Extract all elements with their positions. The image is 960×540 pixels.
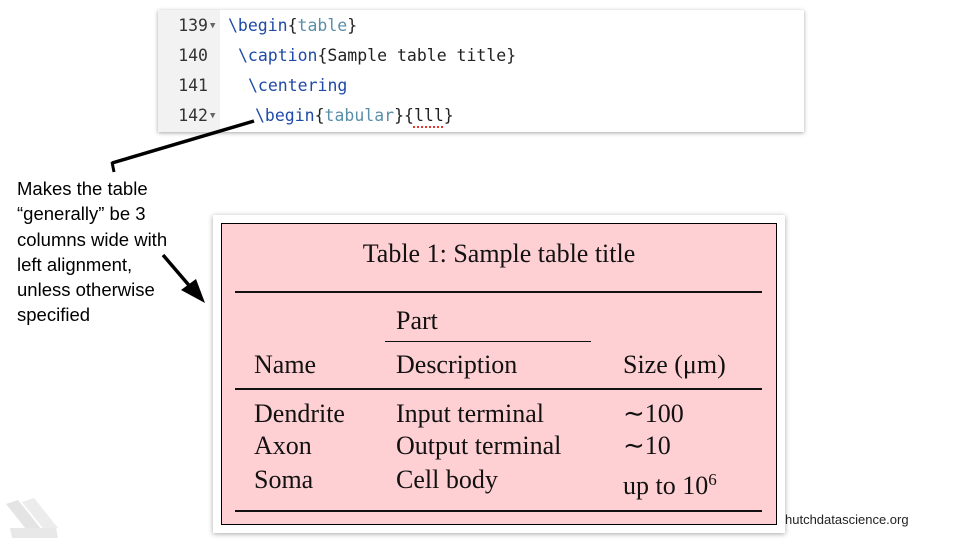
cell-description-row3: Cell body — [396, 465, 498, 494]
code-text: \begin{table} — [228, 16, 358, 35]
group-header-part: Part — [396, 306, 438, 335]
cell-size-row3: up to 106 — [623, 465, 717, 501]
latex-argument: tabular — [324, 106, 395, 125]
latex-command: \begin — [228, 16, 288, 35]
note-line: columns wide with — [17, 228, 168, 250]
arrow-to-table-shaft — [161, 253, 195, 292]
code-editor-snippet: 139 ▼ \begin{table} 140 \caption{Sample … — [158, 10, 804, 132]
note-line: unless otherwise — [17, 279, 155, 301]
line-number: 140 — [178, 46, 208, 65]
cell-size-row1: ∼100 — [623, 399, 684, 428]
cell-name-row2: Axon — [254, 431, 312, 460]
mid-rule — [235, 388, 762, 390]
column-spec-squiggle: lll — [413, 106, 444, 125]
note-line: Makes the table — [17, 178, 148, 199]
code-line-142: 142 ▼ \begin{tabular}{lll} — [158, 101, 804, 131]
cell-name-row1: Dendrite — [254, 399, 345, 428]
latex-argument: Sample table title — [327, 46, 507, 65]
line-number: 142 — [178, 106, 208, 125]
latex-argument: table — [297, 16, 348, 35]
line-number: 141 — [178, 76, 208, 95]
code-line-141: 141 \centering — [158, 71, 804, 101]
latex-command: \begin — [255, 106, 315, 125]
line-number: 139 — [178, 16, 208, 35]
rendered-table-figure: Table 1: Sample table title Part Name De… — [213, 215, 785, 533]
note-line: left alignment, — [17, 253, 133, 275]
cell-description-row1: Input terminal — [396, 399, 545, 428]
fold-arrow-icon[interactable]: ▼ — [210, 111, 216, 121]
arrow-tail-tick — [110, 161, 116, 173]
code-line-140: 140 \caption{Sample table title} — [158, 41, 804, 71]
cell-name-row3: Soma — [254, 465, 314, 494]
note-line: specified — [17, 304, 91, 326]
table-caption: Table 1: Sample table title — [362, 239, 636, 268]
code-text: \caption{Sample table title} — [238, 46, 517, 65]
site-url[interactable]: hutchdatascience.org — [785, 512, 909, 527]
arrow-to-code-line — [111, 119, 255, 165]
bottom-rule — [235, 510, 762, 512]
code-line-139: 139 ▼ \begin{table} — [158, 11, 804, 41]
cell-description-row2: Output terminal — [396, 431, 562, 460]
line-number-gutter — [158, 10, 220, 132]
header-size: Size (μm) — [623, 350, 726, 379]
size-text: up to 10 — [623, 471, 709, 500]
arrow-head-icon — [181, 279, 205, 303]
top-rule — [235, 291, 762, 293]
latex-command: \centering — [248, 76, 348, 95]
table-body: Table 1: Sample table title Part Name De… — [221, 223, 777, 525]
header-description: Description — [396, 350, 518, 379]
code-text: \begin{tabular}{lll} — [255, 106, 454, 125]
fold-arrow-icon[interactable]: ▼ — [210, 21, 216, 31]
size-exponent: 6 — [708, 470, 717, 489]
latex-command: \caption — [238, 46, 318, 65]
annotation-note: Makes the table “generally” be 3 columns… — [17, 176, 207, 328]
note-line: “generally” be 3 — [17, 203, 146, 225]
header-name: Name — [254, 350, 317, 379]
cmidrule — [385, 341, 591, 342]
code-text: \centering — [248, 71, 347, 101]
hutch-logo-icon — [6, 498, 58, 538]
cell-size-row2: ∼10 — [623, 431, 671, 460]
